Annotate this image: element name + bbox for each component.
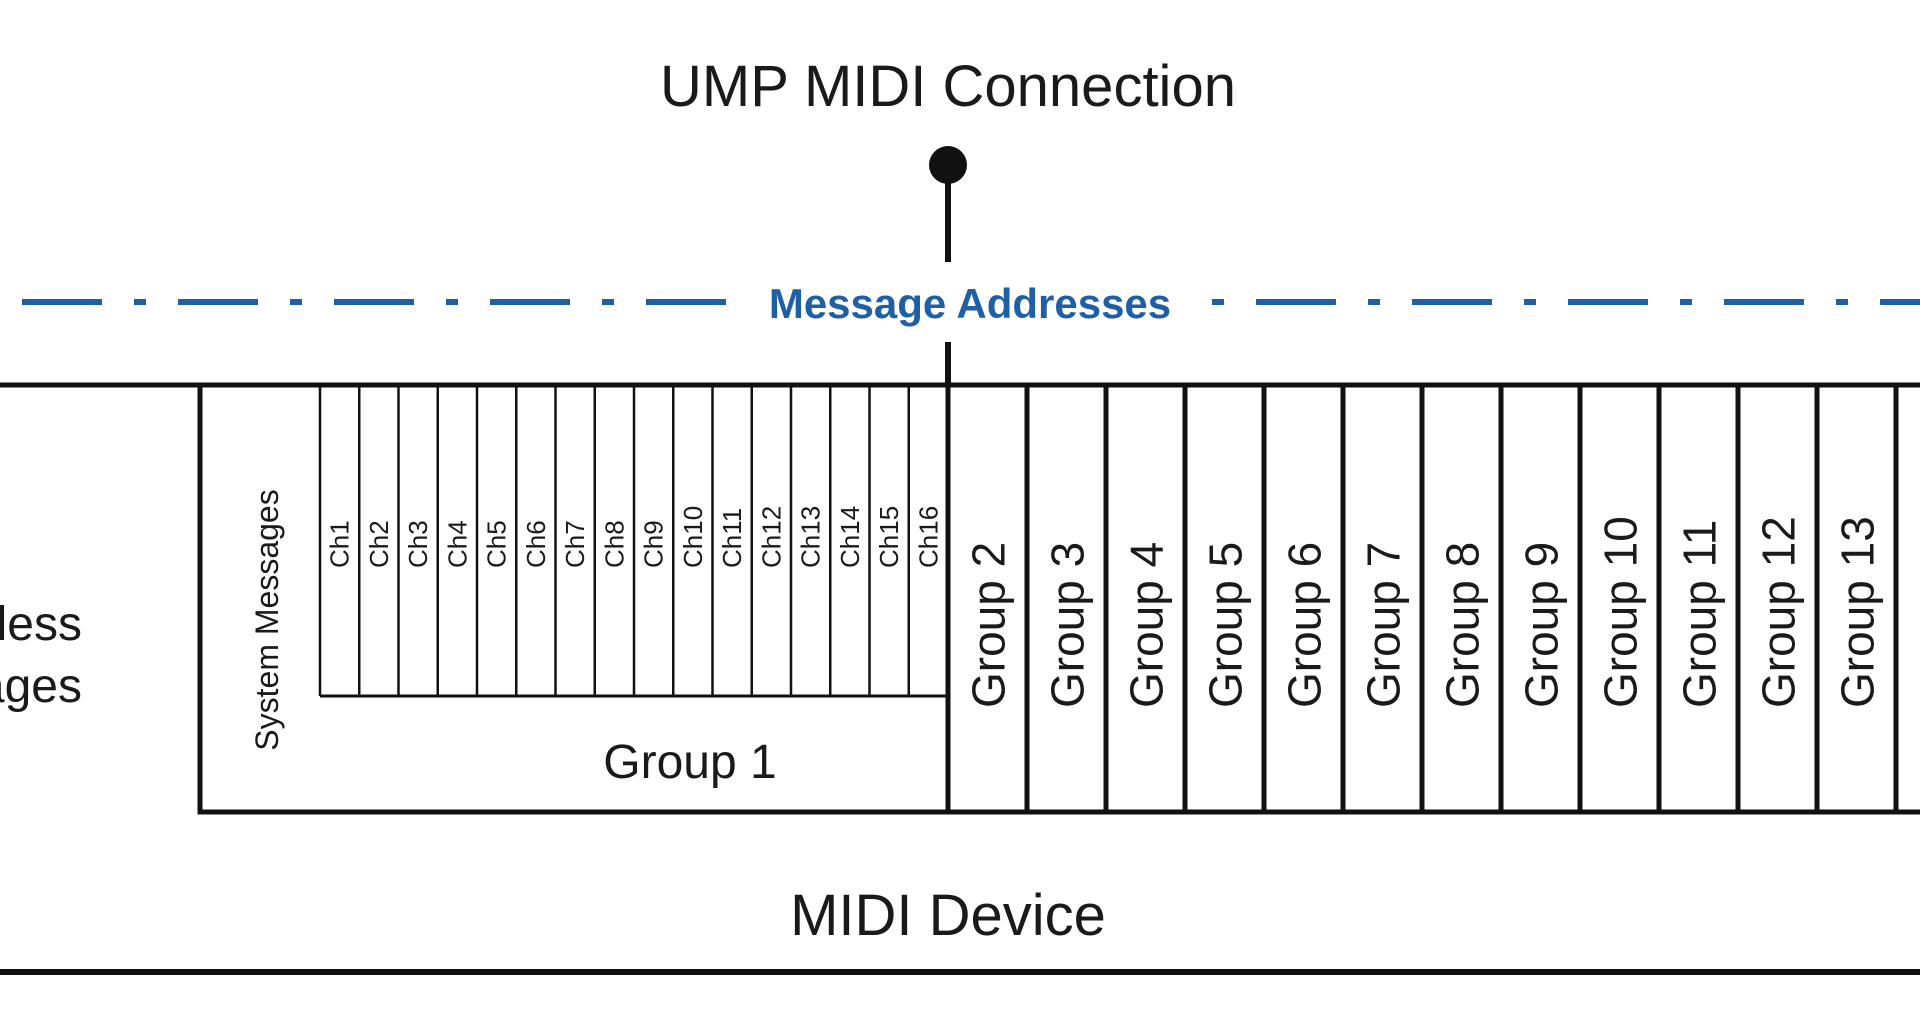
channel-label: Ch7 [560, 520, 590, 568]
group-label: Group 2 [963, 542, 1015, 708]
group-label: Group 8 [1437, 542, 1489, 708]
group1-label: Group 1 [603, 736, 776, 789]
message-addresses-label: Message Addresses [769, 280, 1171, 327]
group-label: Group 14 [1911, 516, 1920, 708]
group-label: Group 9 [1516, 542, 1568, 708]
channel-label: Ch2 [364, 520, 394, 568]
left-label-line2: ages [0, 660, 82, 713]
channel-label: Ch1 [325, 520, 355, 568]
channel-label: Ch16 [913, 506, 943, 568]
channel-label: Ch13 [796, 506, 826, 568]
channel-label: Ch8 [599, 520, 629, 568]
group-label: Group 6 [1279, 542, 1331, 708]
channel-label: Ch11 [717, 508, 747, 568]
channel-label: Ch5 [482, 520, 512, 568]
channel-label: Ch6 [521, 520, 551, 568]
midi-device-label: MIDI Device [790, 883, 1106, 948]
channel-label: Ch9 [639, 520, 669, 568]
group1-box [197, 382, 951, 815]
group-label: Group 13 [1832, 516, 1884, 708]
channel-label: Ch12 [756, 506, 786, 568]
group-label: Group 3 [1042, 542, 1094, 708]
group-label: Group 12 [1753, 516, 1805, 708]
system-messages-label: System Messages [249, 489, 285, 750]
diagram-title: UMP MIDI Connection [660, 54, 1236, 119]
left-label-line1: dless [0, 598, 82, 651]
group-label: Group 4 [1121, 542, 1173, 708]
group-label: Group 7 [1358, 542, 1410, 708]
channel-label: Ch15 [874, 506, 904, 568]
channel-label: Ch3 [403, 520, 433, 568]
channel-label: Ch4 [442, 520, 472, 568]
channel-label: Ch14 [835, 506, 865, 568]
group-label: Group 11 [1674, 520, 1726, 708]
group-label: Group 5 [1200, 542, 1252, 708]
group-columns: Group 2 Group 3 Group 4 Group 5 Group 6 Group… [963, 385, 1920, 812]
group-label: Group 10 [1595, 516, 1647, 708]
channel-cells: Ch1 Ch2 Ch3 Ch4 Ch5 Ch6 Ch7 Ch8 Ch9 Ch10 Ch11 Ch12 C… [318, 385, 951, 698]
channel-label: Ch10 [678, 506, 708, 568]
